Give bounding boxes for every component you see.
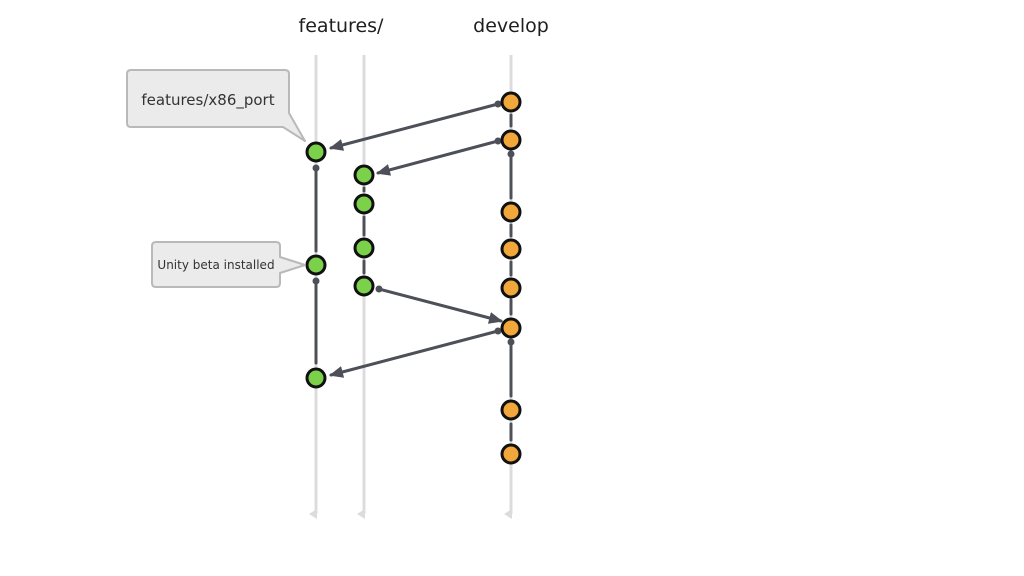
commit-note-label: Unity beta installed [157,258,274,272]
merge-develop-into-x86-arrow [329,329,500,378]
develop-commits [500,91,522,465]
branch-off-x86-arrow [329,102,500,151]
branch-name-label: features/x86_port [141,91,274,110]
feature-x86-links [312,164,320,365]
merge-connectors [329,100,503,378]
commit-node[interactable] [500,91,522,113]
commit-node[interactable] [500,443,522,465]
merge-into-develop-arrow [377,287,503,324]
develop-lane-title: develop [473,15,549,37]
branch-off-secondary-arrow [376,139,500,176]
develop-links [507,113,515,442]
commit-node[interactable] [500,399,522,421]
commit-node[interactable] [305,367,327,389]
features-lane-title: features/ [299,15,384,37]
feature-x86-commits [305,141,327,389]
commit-node[interactable] [500,201,522,223]
commit-note-callout: Unity beta installed [151,241,306,288]
commit-node[interactable] [353,164,375,186]
commit-node[interactable] [353,237,375,259]
callout-bubble [126,69,306,142]
commit-node[interactable] [500,317,522,339]
commit-node[interactable] [353,275,375,297]
branch-name-callout: features/x86_port [126,69,306,142]
commit-node[interactable] [353,193,375,215]
commit-node[interactable] [305,254,327,276]
feature-secondary-commits [353,164,375,297]
commit-node[interactable] [305,141,327,163]
commit-node[interactable] [500,238,522,260]
callout-bubble [151,241,306,288]
commit-node[interactable] [500,277,522,299]
commit-node[interactable] [500,129,522,151]
